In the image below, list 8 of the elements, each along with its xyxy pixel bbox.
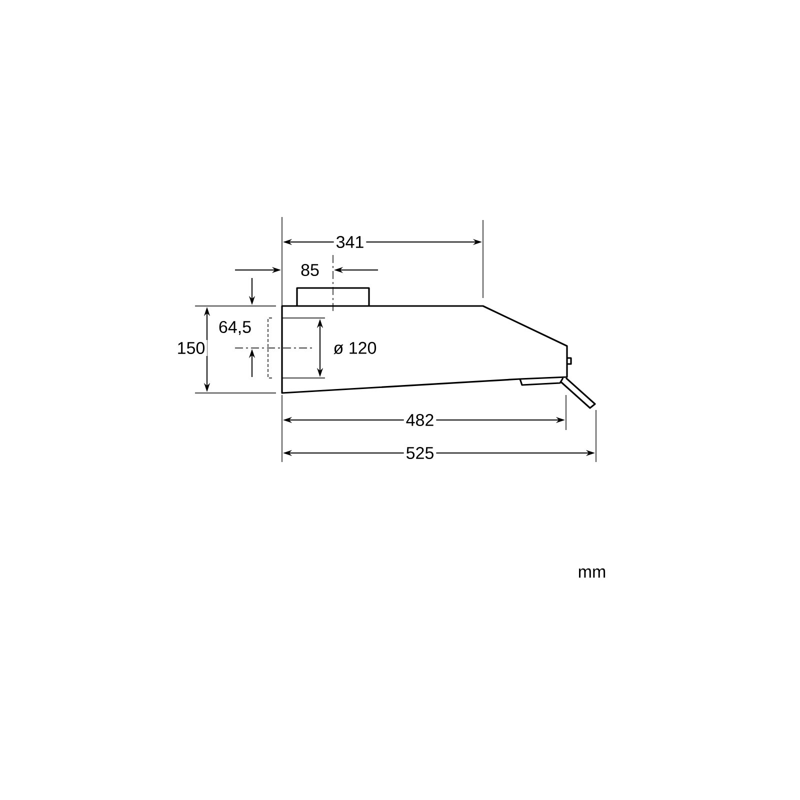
dimension-label: 64,5 xyxy=(216,318,254,338)
dimension-label: ø 120 xyxy=(331,340,379,356)
dimension-label: 525 xyxy=(404,444,436,462)
unit-label: mm xyxy=(576,566,608,580)
dimension-label: 150 xyxy=(174,340,208,356)
dimension-label: 482 xyxy=(404,412,436,428)
dimension-label: 85 xyxy=(298,262,322,278)
dimension-label: 341 xyxy=(334,234,366,250)
